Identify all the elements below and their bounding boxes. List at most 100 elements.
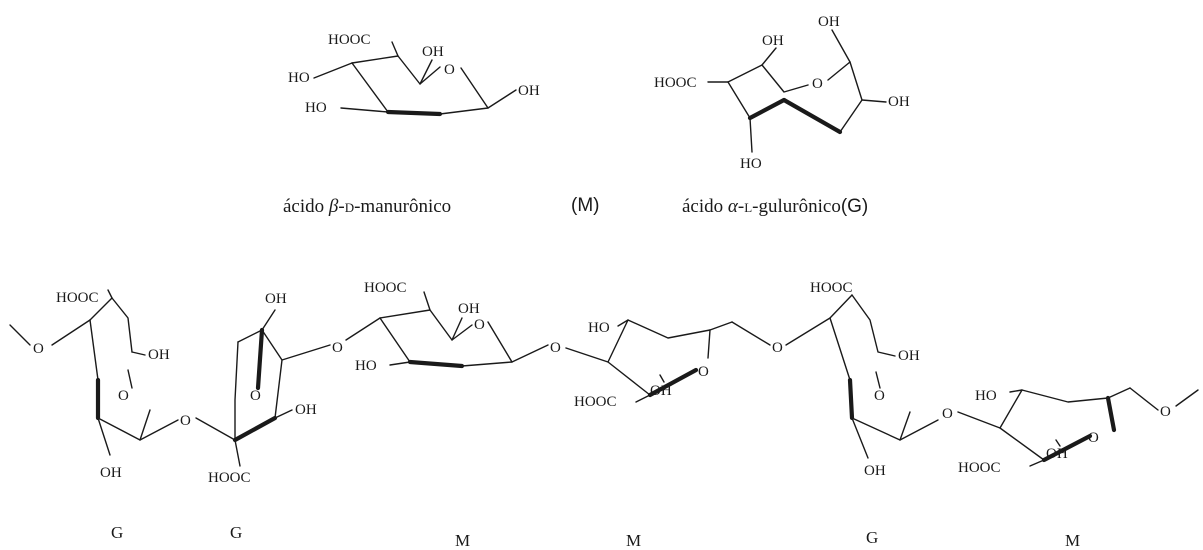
bond — [1175, 389, 1199, 407]
ring-oxygen-label: O — [812, 76, 823, 92]
guluronic-acid-structure: OH OH HOOC O OH HO — [654, 14, 910, 172]
hydroxyl-label: OH — [148, 347, 170, 363]
unit-label: M — [455, 531, 470, 550]
glycosidic-oxygen-label: O — [180, 413, 191, 429]
glycosidic-oxygen-label: O — [33, 341, 44, 357]
unit-label: G — [111, 523, 123, 542]
bond — [707, 329, 711, 359]
bond — [1055, 439, 1061, 447]
hydroxyl-label: OH — [888, 94, 910, 110]
bond — [237, 329, 283, 419]
chain-unit-m2: HO O HOOC OH — [565, 319, 771, 410]
bond — [261, 309, 276, 331]
carboxyl-label: HOOC — [56, 290, 99, 306]
bond — [89, 297, 133, 353]
hydroxyl-label: OH — [1046, 446, 1068, 462]
ring-oxygen-label: O — [1088, 430, 1099, 446]
ring-oxygen-label: O — [118, 388, 129, 404]
caption-name: -manurônico — [354, 196, 451, 217]
glycosidic-oxygen-label: O — [1160, 404, 1171, 420]
carboxyl-label: HOOC — [810, 280, 853, 296]
glycosidic-oxygen-label: O — [332, 340, 343, 356]
bond — [635, 394, 651, 403]
hydroxyl-label: OH — [818, 14, 840, 30]
hydroxyl-label: OH — [422, 44, 444, 60]
glycosidic-oxygen-label: O — [942, 406, 953, 422]
chain-sequence-labels: G G M M G M — [111, 523, 1080, 550]
bond — [131, 351, 146, 356]
unit-label: M — [626, 531, 641, 550]
caption-config: L — [744, 200, 752, 215]
chain-unit-m1: HOOC OH O HO — [345, 280, 549, 374]
bond — [851, 411, 911, 441]
bond — [234, 341, 239, 441]
ring-oxygen-label: O — [874, 388, 885, 404]
unit-label: G — [866, 528, 878, 547]
ring-oxygen-label: O — [444, 62, 455, 78]
bond — [127, 369, 133, 389]
hydroxyl-label: HO — [975, 388, 997, 404]
bond — [351, 55, 441, 85]
bond — [851, 417, 869, 459]
bond — [761, 47, 777, 66]
bond — [831, 29, 851, 63]
chain-unit-g1: HOOC OH O OH — [56, 289, 179, 481]
bond — [389, 361, 411, 366]
carboxyl-label: HOOC — [654, 75, 697, 91]
caption-name: -gulurônico — [752, 196, 841, 217]
bond — [659, 374, 665, 383]
unit-label: G — [230, 523, 242, 542]
hydroxyl-label: OH — [650, 383, 672, 399]
bond — [487, 89, 517, 109]
bond — [861, 99, 887, 103]
ring-oxygen-label: O — [698, 364, 709, 380]
bond-bold — [255, 327, 265, 391]
guluronic-acid-caption: ácido α-L-gulurônico(G) — [682, 196, 868, 217]
bond-bold — [847, 377, 855, 421]
chain-unit-g2: OH O OH HOOC — [195, 291, 331, 486]
bond — [829, 317, 851, 381]
caption-dash: - — [738, 196, 744, 217]
bond — [97, 417, 111, 456]
caption-dash: - — [338, 196, 344, 217]
bond — [731, 321, 771, 346]
carboxyl-label: HOOC — [208, 470, 251, 486]
carboxyl-label: HOOC — [958, 460, 1001, 476]
caption-anomer: α — [728, 196, 739, 217]
bond — [1129, 387, 1159, 411]
hydroxyl-label: HO — [288, 70, 310, 86]
mannuronic-acid-structure: HOOC OH O HO HO OH — [288, 32, 540, 117]
hydroxyl-label: HO — [355, 358, 377, 374]
bond-bold — [232, 415, 278, 443]
bond — [379, 317, 411, 363]
guluronic-tag: (G) — [841, 196, 868, 217]
bond — [451, 317, 463, 341]
unit-label: M — [1065, 531, 1080, 550]
bond — [851, 294, 896, 357]
bond — [419, 59, 433, 85]
bond — [423, 291, 431, 311]
bond — [139, 419, 179, 441]
bond — [234, 439, 241, 467]
chain-unit-g3: HOOC OH O OH — [785, 280, 939, 479]
bond — [827, 61, 863, 133]
bond — [607, 361, 651, 396]
bond — [340, 107, 389, 113]
carboxyl-label: HOOC — [574, 394, 617, 410]
bond — [617, 319, 629, 327]
hydroxyl-label: HO — [588, 320, 610, 336]
hydroxyl-label: OH — [864, 463, 886, 479]
hydroxyl-label: OH — [898, 348, 920, 364]
carboxyl-label: HOOC — [364, 280, 407, 296]
bond — [749, 117, 753, 153]
hydroxyl-label: OH — [762, 33, 784, 49]
bond — [97, 409, 151, 441]
bond — [899, 419, 939, 441]
bond-bold — [407, 359, 465, 369]
hydroxyl-label: OH — [458, 301, 480, 317]
bond — [511, 344, 549, 363]
caption-prefix: ácido — [682, 196, 728, 217]
caption-config: D — [345, 200, 354, 215]
bond — [1029, 459, 1045, 467]
hydroxyl-label: OH — [265, 291, 287, 307]
